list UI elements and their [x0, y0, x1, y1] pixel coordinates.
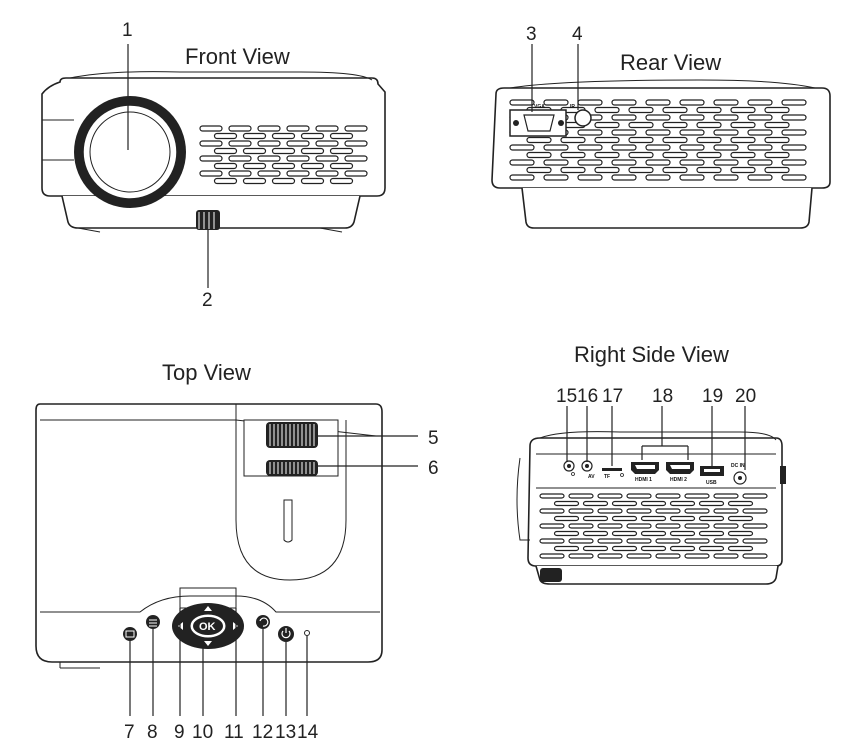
front-vent-grille — [199, 125, 368, 185]
navigation-pad: OK — [172, 603, 244, 649]
rear-view-projector: VGA IR — [491, 44, 831, 229]
callout-11: 11 — [224, 722, 244, 743]
callout-20: 20 — [735, 386, 756, 407]
rear-vent-grille — [509, 99, 807, 181]
top-view-projector: OK — [35, 403, 418, 716]
audio-out-jack — [563, 460, 575, 476]
hdmi1-port: HDMI 1 — [631, 462, 659, 483]
usb-port: USB — [700, 466, 724, 486]
tf-card-slot: TF — [602, 468, 624, 480]
svg-text:TF: TF — [604, 474, 610, 480]
callout-3: 3 — [526, 24, 537, 45]
callout-1: 1 — [122, 20, 133, 41]
callout-13: 13 — [275, 722, 296, 743]
callout-17: 17 — [602, 386, 623, 407]
source-button — [123, 627, 137, 641]
callout-8: 8 — [147, 722, 158, 743]
ir-receiver: IR — [570, 104, 592, 127]
side-focus-wheel — [540, 568, 562, 582]
down-arrow-icon — [204, 641, 212, 646]
top-view-title: Top View — [162, 360, 251, 385]
rear-view-title: Rear View — [620, 50, 721, 75]
power-led-indicator — [304, 630, 310, 636]
callout-19: 19 — [702, 386, 723, 407]
svg-text:HDMI 1: HDMI 1 — [635, 477, 652, 483]
callout-15: 15 — [556, 386, 577, 407]
up-arrow-icon — [204, 606, 212, 611]
callout-5: 5 — [428, 428, 439, 449]
callout-4: 4 — [572, 24, 583, 45]
side-vent-grille — [539, 493, 768, 559]
svg-text:USB: USB — [706, 480, 717, 486]
callout-12: 12 — [252, 722, 273, 743]
svg-text:VGA: VGA — [534, 104, 545, 110]
hdmi2-port: HDMI 2 — [666, 462, 694, 483]
svg-text:HDMI 2: HDMI 2 — [670, 477, 687, 483]
callout-18: 18 — [652, 386, 673, 407]
menu-button — [146, 615, 160, 629]
back-button — [256, 615, 270, 629]
focus-ring — [266, 460, 318, 476]
svg-text:DC IN: DC IN — [731, 463, 745, 469]
callout-9: 9 — [174, 722, 185, 743]
power-button — [278, 626, 294, 642]
svg-text:IR: IR — [570, 104, 575, 110]
dc-in-jack: DC IN — [731, 463, 747, 485]
callout-14: 14 — [297, 722, 319, 743]
right-side-view-projector: AV TF HDMI 1 HDMI 2 USB DC IN — [516, 406, 786, 585]
lens-glass — [82, 104, 178, 200]
vga-port: VGA — [509, 104, 567, 137]
callout-6: 6 — [428, 458, 439, 479]
front-view-projector — [41, 44, 386, 288]
front-view-title: Front View — [185, 44, 290, 69]
zoom-ring — [266, 422, 318, 448]
right-side-view-title: Right Side View — [574, 342, 729, 367]
callout-2: 2 — [202, 290, 213, 311]
front-focus-wheel — [196, 210, 220, 230]
callout-16: 16 — [577, 386, 598, 407]
callout-7: 7 — [124, 722, 135, 743]
callout-10: 10 — [192, 722, 213, 743]
ok-button: OK — [199, 621, 216, 633]
svg-text:AV: AV — [588, 474, 595, 480]
